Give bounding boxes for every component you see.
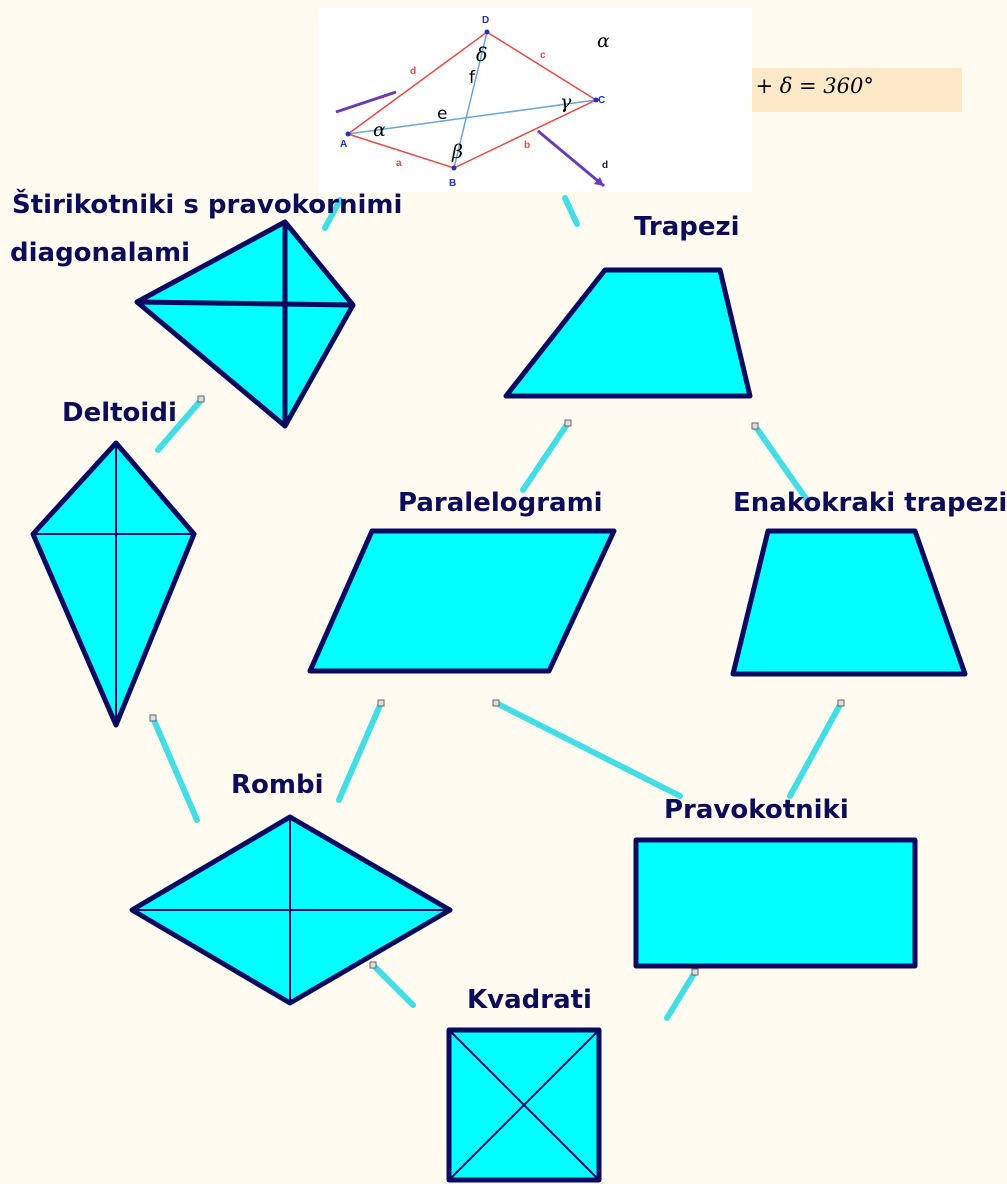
purple-segment-left: [335, 90, 397, 114]
connector-deltoidi-rombi: [150, 715, 200, 823]
connector-end: [149, 714, 157, 722]
stray-alpha-label: α: [597, 30, 610, 52]
connector-end: [564, 419, 572, 427]
label-paralelogrami: Paralelogrami: [398, 488, 603, 518]
purple-arrow-right: [537, 129, 605, 188]
side-a-label: a: [396, 158, 402, 169]
connector-end: [369, 961, 377, 969]
diagonal-f-label: f: [469, 68, 475, 88]
connector-end: [837, 699, 845, 707]
connector-trapezi-enakokraki: [752, 423, 810, 503]
label-rombi: Rombi: [231, 770, 324, 800]
label-trapezi: Trapezi: [634, 212, 740, 242]
diagonal-f: [453, 31, 488, 169]
parallelogram-shape: [307, 528, 617, 674]
deltoid-shape: [30, 440, 197, 728]
side-b-label: b: [524, 140, 531, 151]
vertex-c-label: C: [598, 95, 606, 106]
connector-end: [197, 395, 205, 403]
connector-end: [377, 699, 385, 707]
angle-alpha-label: α: [373, 119, 386, 141]
vertex-d-point: [484, 29, 490, 35]
connector-paralelogrami-pravokotniki: [493, 700, 683, 799]
label-deltoidi: Deltoidi: [62, 398, 177, 428]
connector-end: [492, 699, 500, 707]
connector-rombi-kvadrati: [370, 962, 416, 1008]
angle-beta-label: β: [452, 141, 463, 163]
isosceles-trapezoid-shape: [730, 528, 968, 677]
arrowhead: [594, 177, 604, 186]
vertex-a-label: A: [340, 139, 348, 150]
label-diagonalami: diagonalami: [10, 238, 191, 268]
square-shape: [446, 1027, 602, 1183]
label-enakokraki-trapezi: Enakokraki trapezi: [733, 488, 1007, 518]
connectors: [149, 195, 845, 1021]
connector-end: [751, 422, 759, 430]
trapezoid-shape: [503, 267, 753, 399]
label-kvadrati: Kvadrati: [467, 985, 592, 1015]
connector-trapezi-paralelogrami: [520, 420, 571, 493]
stray-d-label: d: [602, 160, 609, 171]
vertex-b-point: [451, 165, 457, 171]
connector-end: [691, 968, 699, 976]
vertex-c-point: [593, 97, 599, 103]
vertex-a-point: [345, 131, 351, 137]
connector-paralelogrami-rombi: [336, 700, 384, 803]
rectangle-shape: [633, 837, 918, 969]
connector-enakokraki-pravokotniki: [787, 700, 844, 799]
side-c-label: c: [540, 50, 546, 61]
label-pravokotniki: Pravokotniki: [664, 795, 849, 825]
figure-panel: [318, 8, 752, 192]
angle-delta-label: δ: [476, 44, 488, 66]
connector-top-right: [562, 195, 580, 227]
general-quadrilateral-figure: [335, 29, 605, 188]
diagonal-e: [347, 99, 597, 135]
angle-gamma-label: γ: [560, 91, 572, 113]
connector-deltoid: [155, 396, 205, 453]
vertex-b-label: B: [449, 178, 457, 189]
diagonal-e-label: e: [437, 104, 448, 124]
connector-top-left: [322, 197, 343, 231]
side-d-label: d: [410, 66, 417, 77]
vertex-d-label: D: [482, 15, 490, 26]
connector-pravokotniki-kvadrati: [664, 969, 698, 1021]
rhombus-shape: [129, 814, 453, 1006]
perpendicular-diagonals-shape: [134, 219, 356, 429]
label-stirikotniki: Štirikotniki s pravokornimi: [12, 190, 403, 220]
